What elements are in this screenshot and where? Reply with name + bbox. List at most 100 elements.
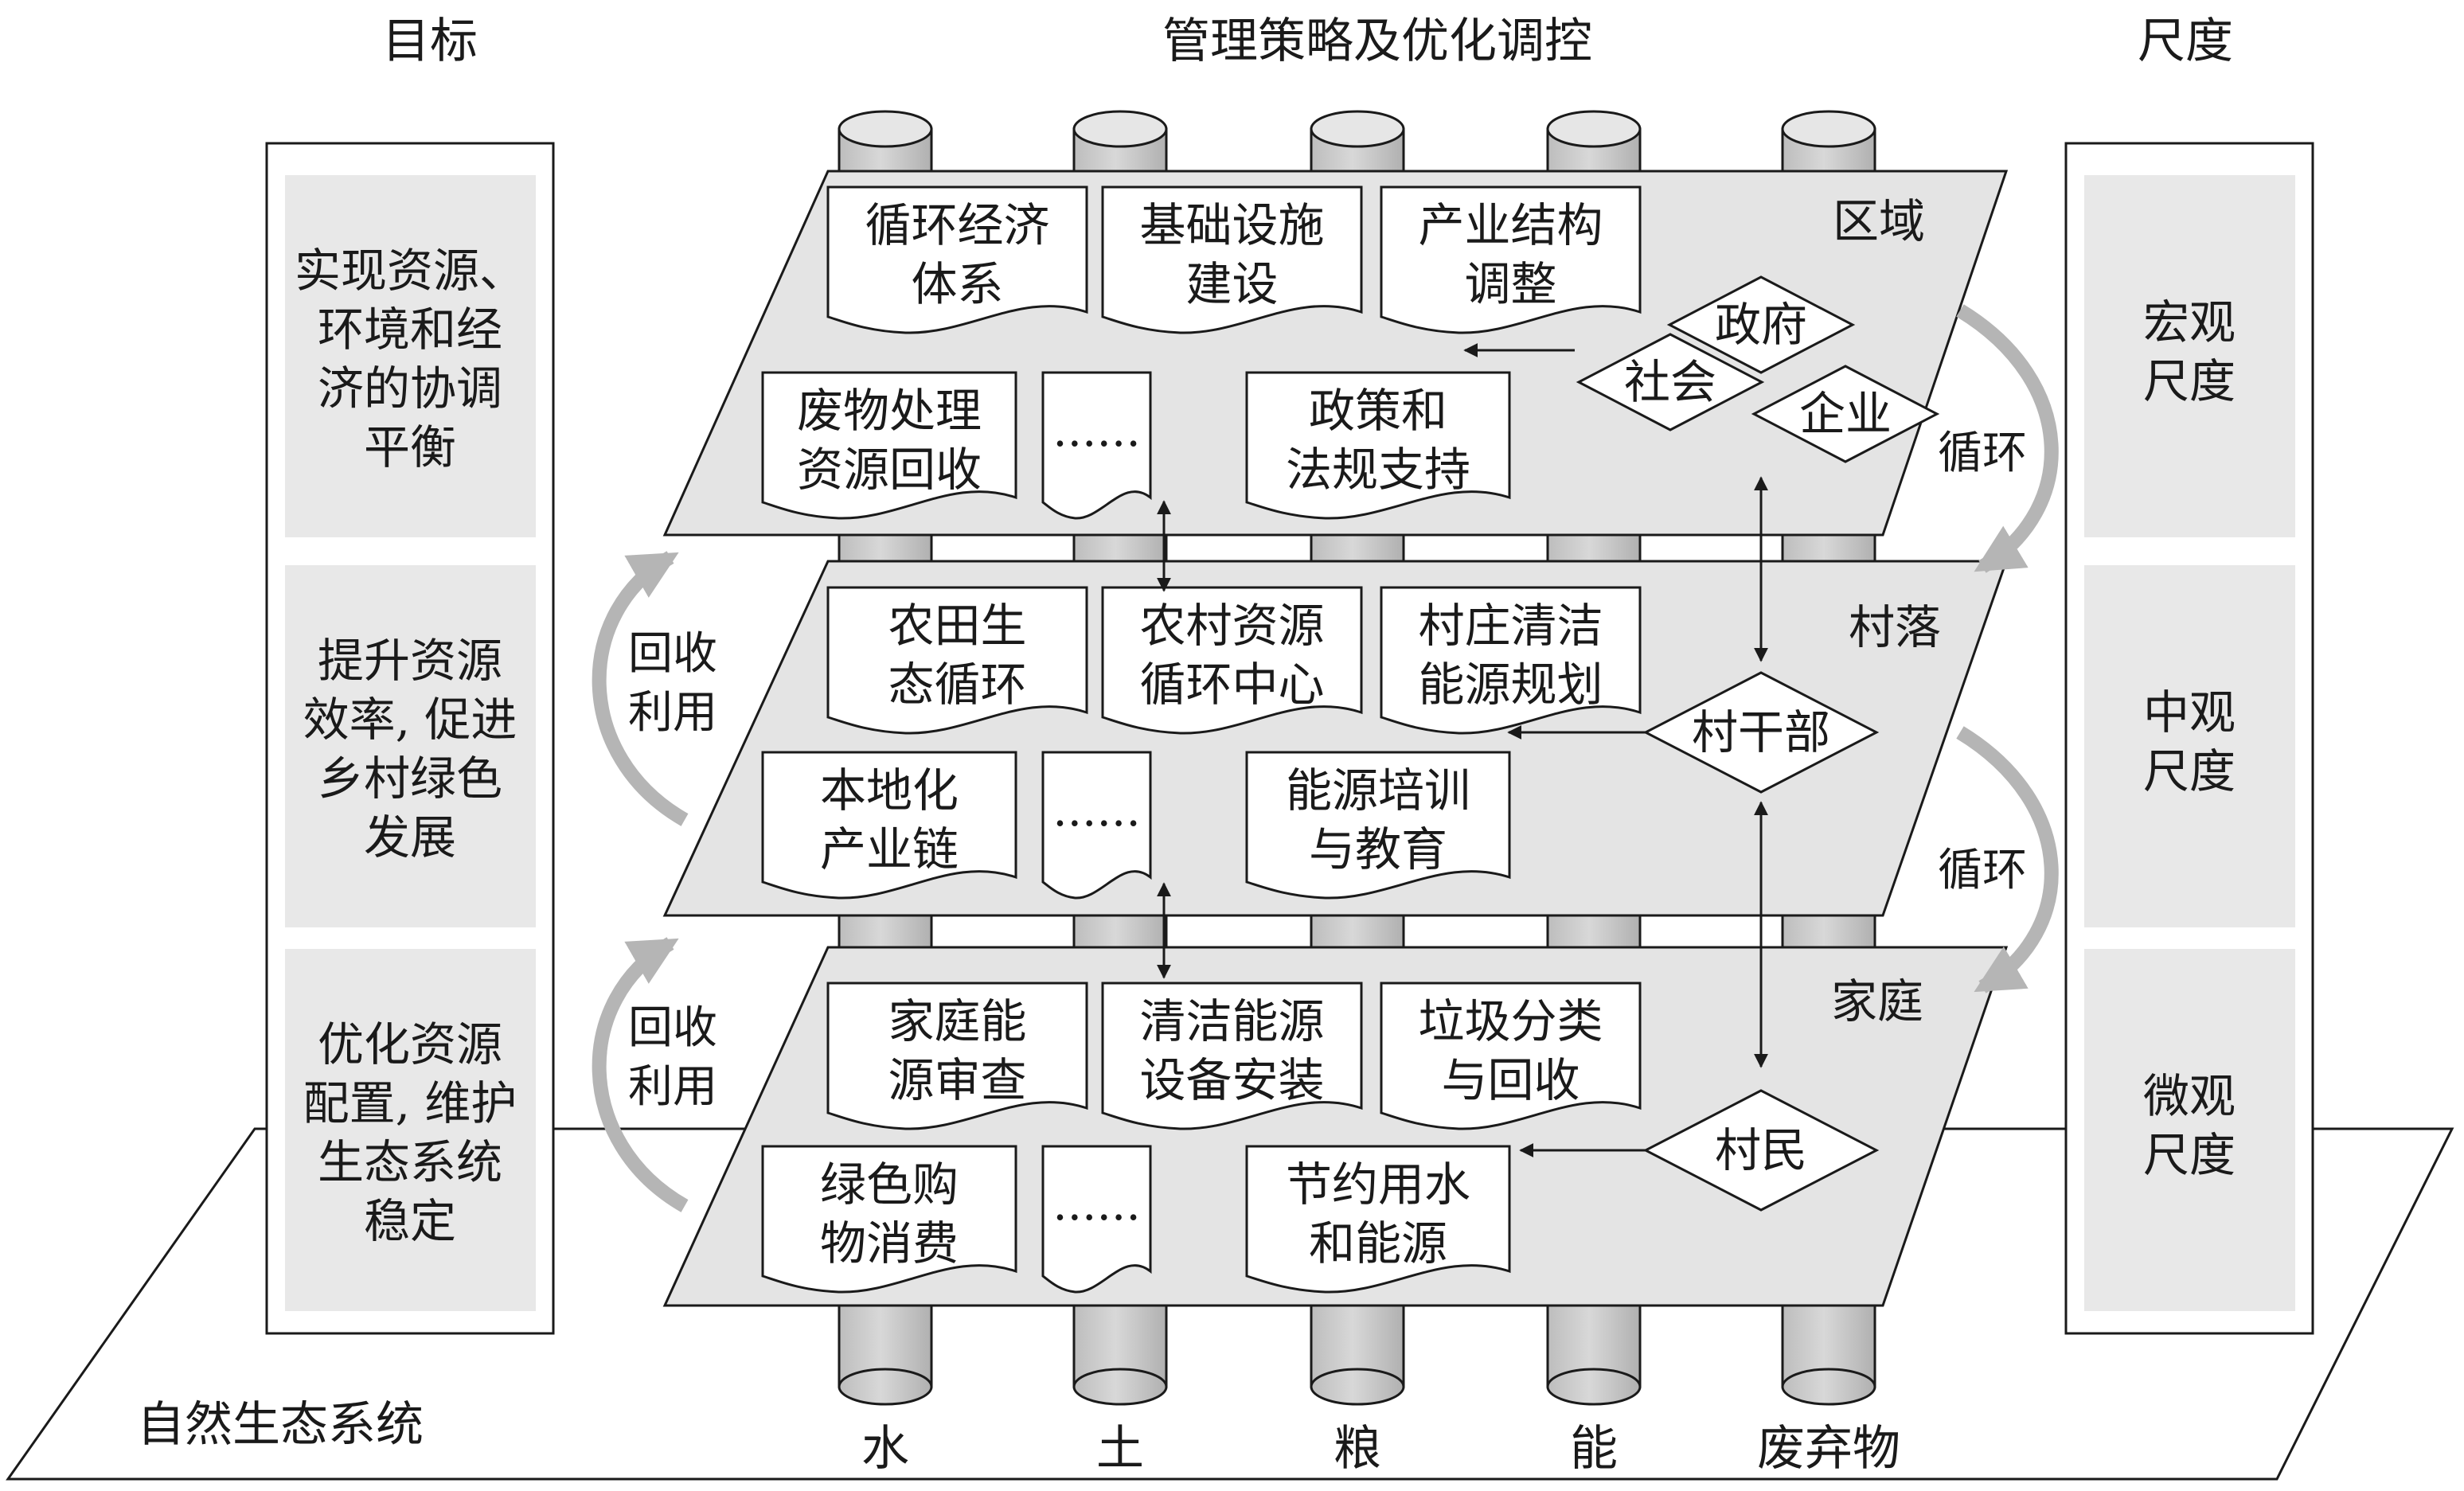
actor-diamond: 企业 (1751, 365, 1940, 463)
scale-text-line: 微观 (2143, 1069, 2236, 1123)
document-box-text-line: 能源培训 (1286, 763, 1470, 818)
layer-家庭: 家庭家庭能源审查清洁能源设备安装垃圾分类与回收绿色购物消费......节约用水和… (662, 946, 2009, 1307)
goal-block: 优化资源配置, 维护生态系统稳定 (285, 949, 536, 1311)
document-box: 本地化产业链 (761, 751, 1017, 900)
scale-text-line: 中观 (2143, 685, 2236, 740)
goal-text-line: 平衡 (364, 420, 456, 474)
document-box-text-line: 与教育 (1309, 822, 1447, 876)
document-box-text-line: 节约用水 (1286, 1157, 1470, 1212)
scale-text-line: 宏观 (2143, 295, 2236, 349)
resource-label: 土 (1096, 1421, 1144, 1477)
document-box: 废物处理资源回收 (761, 371, 1017, 520)
actor-diamond: 村干部 (1642, 671, 1880, 794)
document-box-text-line: 政策和 (1309, 384, 1447, 438)
document-box-text-line: 村庄清洁 (1418, 599, 1603, 653)
scale-text: 宏观尺度 (2143, 295, 2236, 408)
layer-level-label: 区域 (1833, 194, 1925, 248)
document-box-text-line: 态循环 (888, 658, 1026, 712)
document-box-text-line: 体系 (911, 257, 1003, 311)
actor-label: 企业 (1799, 387, 1892, 441)
resource-labels: 水土粮能废弃物 (861, 1421, 1900, 1477)
document-box-text-line: 物消费 (820, 1216, 959, 1270)
document-box: 绿色购物消费 (761, 1145, 1017, 1294)
goal-text-line: 优化资源 (318, 1017, 502, 1071)
document-box-text: 清洁能源设备安装 (1139, 994, 1324, 1107)
goal-text-line: 发展 (364, 810, 456, 865)
goal-text-line: 济的协调 (318, 361, 502, 416)
document-box-text: 政策和法规支持 (1286, 384, 1470, 497)
document-box-text: 基础设施建设 (1139, 198, 1324, 311)
document-box-text: ...... (1052, 403, 1141, 457)
document-box-text-line: 源审查 (888, 1053, 1026, 1107)
document-box-text-line: 绿色购 (820, 1157, 959, 1212)
recycle-label-line: 利用 (628, 1061, 717, 1113)
document-box-text-line: 调整 (1464, 257, 1556, 311)
document-box-text-line: 设备安装 (1139, 1053, 1324, 1107)
document-box-text-line: 农村资源 (1139, 599, 1324, 653)
actor-diamond: 村民 (1642, 1089, 1880, 1212)
document-box-text: 循环经济体系 (865, 198, 1049, 311)
document-box-text-line: 资源回收 (797, 443, 982, 497)
actor-label: 社会 (1624, 355, 1716, 409)
document-box-text: 废物处理资源回收 (797, 384, 982, 497)
document-box: 基础设施建设 (1101, 185, 1363, 334)
document-box-text-line: 能源规划 (1418, 658, 1603, 712)
actor-label: 村干部 (1692, 705, 1830, 759)
actor-diamond: 政府 (1666, 275, 1856, 374)
document-box-text-line: ...... (1052, 1177, 1141, 1231)
scale-text: 中观尺度 (2143, 685, 2236, 798)
document-box-text: 农村资源循环中心 (1139, 599, 1324, 712)
goal-block: 实现资源、环境和经济的协调平衡 (285, 175, 536, 537)
document-box-text-line: ...... (1052, 783, 1141, 837)
goal-text-line: 稳定 (364, 1194, 456, 1248)
document-box-text-line: 法规支持 (1286, 443, 1470, 497)
resource-label: 废弃物 (1757, 1421, 1900, 1477)
document-box-text: 绿色购物消费 (820, 1157, 959, 1270)
goal-text-line: 环境和经 (318, 302, 502, 357)
scale-text-line: 尺度 (2143, 354, 2236, 408)
document-box-text: 本地化产业链 (820, 763, 959, 876)
resource-label: 粮 (1334, 1421, 1381, 1477)
document-box-text-line: 产业结构 (1418, 198, 1603, 252)
goal-text: 提升资源效率, 促进乡村绿色发展 (303, 634, 517, 865)
document-box-text: 节约用水和能源 (1286, 1157, 1470, 1270)
document-box-text-line: 垃圾分类 (1418, 994, 1603, 1048)
cycle-label-bottom: 循环 (1938, 845, 2027, 896)
document-box-text: 家庭能源审查 (888, 994, 1026, 1107)
document-box-text-line: ...... (1052, 403, 1141, 457)
document-box: ...... (1041, 371, 1152, 520)
goal-text-line: 效率, 促进 (303, 693, 517, 747)
actor-group: 村民 (1519, 1089, 1880, 1212)
document-box: 能源培训与教育 (1245, 751, 1511, 900)
recycle-label-line: 回收 (628, 628, 717, 680)
document-box: 政策和法规支持 (1245, 371, 1511, 520)
document-box: ...... (1041, 751, 1152, 900)
cycle-label-top: 循环 (1938, 427, 2027, 479)
document-box: 农村资源循环中心 (1101, 586, 1363, 735)
document-box-text-line: 产业链 (820, 822, 959, 876)
scale-block: 中观尺度 (2084, 565, 2295, 927)
ecosystem-label: 自然生态系统 (137, 1397, 424, 1453)
document-box-text: 农田生态循环 (888, 599, 1026, 712)
document-box-text-line: 本地化 (820, 763, 959, 818)
goal-text: 实现资源、环境和经济的协调平衡 (295, 244, 525, 474)
document-box: ...... (1041, 1145, 1152, 1294)
document-box-text: 村庄清洁能源规划 (1418, 599, 1603, 712)
document-box: 节约用水和能源 (1245, 1145, 1511, 1294)
header-strategy: 管理策略及优化调控 (1162, 14, 1592, 69)
goal-text-line: 实现资源、 (295, 244, 525, 298)
goal-text-line: 配置, 维护 (303, 1076, 517, 1130)
goal-text: 优化资源配置, 维护生态系统稳定 (303, 1017, 517, 1248)
document-box-text-line: 基础设施 (1139, 198, 1324, 252)
document-box-text-line: 与回收 (1441, 1053, 1580, 1107)
header-goal: 目标 (382, 14, 478, 69)
scale-text-line: 尺度 (2143, 744, 2236, 798)
document-box-text-line: 和能源 (1309, 1216, 1447, 1270)
document-box: 农田生态循环 (826, 586, 1088, 735)
actor-label: 政府 (1715, 298, 1807, 352)
scale-block: 宏观尺度 (2084, 175, 2295, 537)
